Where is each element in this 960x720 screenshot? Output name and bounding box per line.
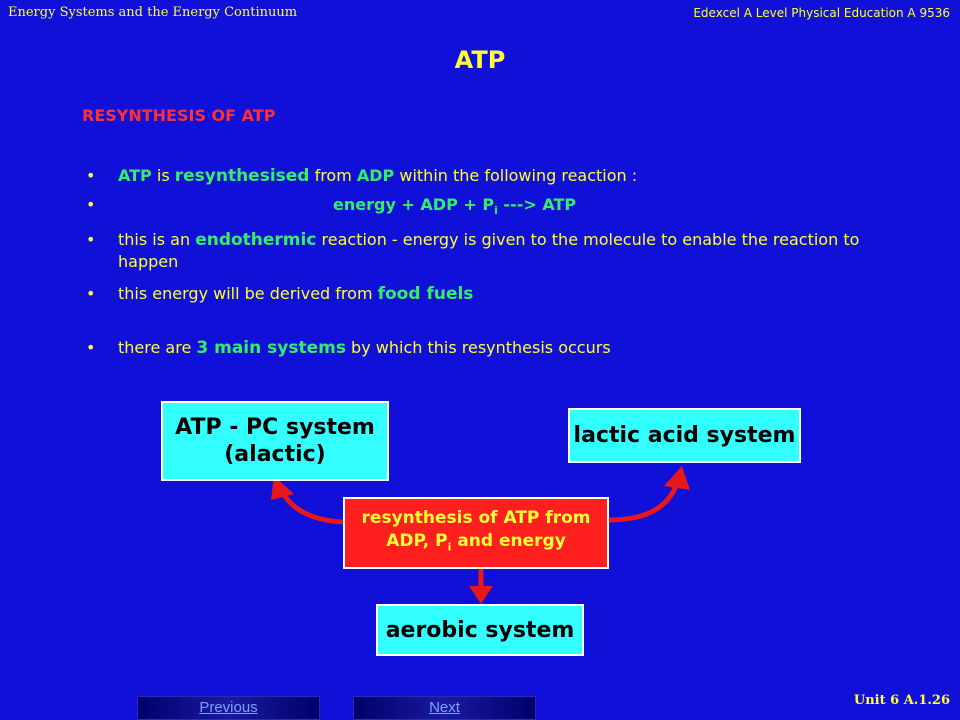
atp-pc-sublabel: (alactic): [224, 442, 326, 467]
center-text: and energy: [451, 531, 566, 552]
bullet-text: is: [151, 166, 175, 185]
bullet-item: • ATP is resynthesised from ADP within t…: [82, 165, 882, 187]
arrow-right-head: [664, 466, 690, 490]
bullet-item: • energy + ADP + Pi ---> ATP: [82, 194, 882, 221]
bullet-dot-icon: •: [86, 195, 96, 214]
arrow-left-head: [271, 476, 294, 500]
header-topic: Energy Systems and the Energy Continuum: [8, 5, 298, 20]
bullet-dot-icon: •: [86, 284, 96, 304]
bullet-dot-icon: •: [86, 230, 96, 250]
slide-title: ATP: [454, 46, 506, 74]
bullet-item: • this is an endothermic reaction - ener…: [82, 229, 882, 272]
bullet-item: • this energy will be derived from food …: [82, 283, 882, 305]
bullet-dot-icon: •: [86, 166, 96, 185]
center-text: ADP, P: [386, 531, 448, 552]
bullet-text: this energy will be derived from: [118, 284, 378, 304]
previous-button[interactable]: Previous: [137, 696, 320, 720]
equation-subscript: i: [494, 204, 498, 218]
bullet-text: reaction - energy is given to the molecu…: [118, 230, 860, 272]
header-course: Edexcel A Level Physical Education A 953…: [693, 6, 950, 20]
bullet-text: within the following reaction :: [394, 166, 638, 185]
center-line-2: ADP, Pi and energy: [386, 530, 566, 558]
bullet-text: ADP: [356, 166, 395, 185]
equation-part: energy + ADP + P: [333, 195, 495, 214]
reaction-equation: energy + ADP + Pi ---> ATP: [118, 194, 576, 221]
bullet-text: by which this resynthesis occurs: [345, 338, 611, 358]
atp-pc-system-box: ATP - PC system (alactic): [161, 401, 389, 481]
center-line-1: resynthesis of ATP from: [361, 508, 591, 529]
slide-subtitle: RESYNTHESIS OF ATP: [82, 106, 276, 125]
bullet-text: from: [309, 166, 357, 185]
bullet-dot-icon: •: [86, 338, 96, 358]
bullet-text: 3 main systems: [196, 338, 346, 359]
lactic-acid-system-box: lactic acid system: [568, 408, 801, 463]
arrow-left-curve: [279, 490, 344, 525]
equation-part: ---> ATP: [497, 195, 577, 214]
center-subscript: i: [447, 540, 452, 554]
bullet-text: there are: [118, 338, 197, 358]
unit-reference: Unit 6 A.1.26: [853, 693, 950, 708]
bullet-text: resynthesised: [174, 166, 310, 186]
atp-pc-label: ATP - PC system: [175, 415, 375, 440]
aerobic-label: aerobic system: [385, 617, 575, 643]
resynthesis-center-box: resynthesis of ATP from ADP, Pi and ener…: [343, 497, 609, 569]
bullet-item: • there are 3 main systems by which this…: [82, 337, 882, 359]
arrow-right-curve: [608, 484, 679, 523]
aerobic-system-box: aerobic system: [376, 604, 584, 656]
lactic-label: lactic acid system: [573, 423, 796, 448]
bullet-text: ATP: [118, 166, 152, 185]
arrow-down-head: [469, 586, 493, 604]
bullet-text: endothermic: [195, 230, 317, 251]
bullet-text: this is an: [118, 230, 196, 250]
next-button[interactable]: Next: [353, 696, 536, 720]
bullet-text: food fuels: [377, 284, 474, 305]
bullet-list: • ATP is resynthesised from ADP within t…: [82, 165, 882, 359]
